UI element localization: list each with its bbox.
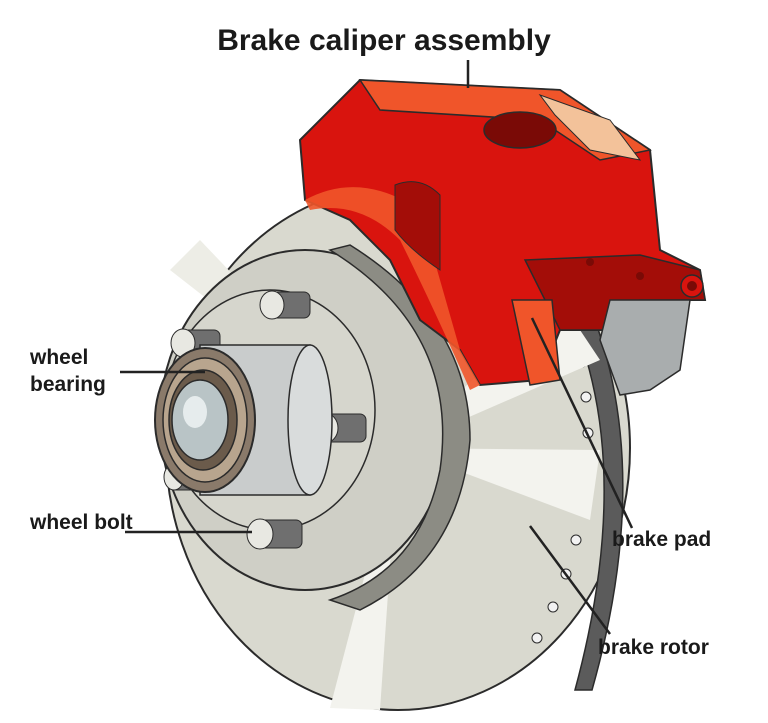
label-wheel-bolt: wheel bolt xyxy=(30,511,133,534)
leader-brake-pad xyxy=(530,317,634,529)
brake-caliper xyxy=(298,78,707,396)
brake-pad xyxy=(511,299,561,386)
label-brake-rotor: brake rotor xyxy=(598,636,709,659)
label-wheel-bearing-line2: bearing xyxy=(30,373,106,396)
label-brake-pad: brake pad xyxy=(612,528,712,551)
leader-brake-rotor xyxy=(528,525,612,635)
wheel-bearing xyxy=(154,344,333,496)
label-wheel-bearing-line1: wheel xyxy=(30,346,89,369)
label-wheel-bearing: wheel bearing xyxy=(30,344,106,398)
diagram-title: Brake caliper assembly xyxy=(217,24,551,57)
leader-lines xyxy=(120,60,634,635)
